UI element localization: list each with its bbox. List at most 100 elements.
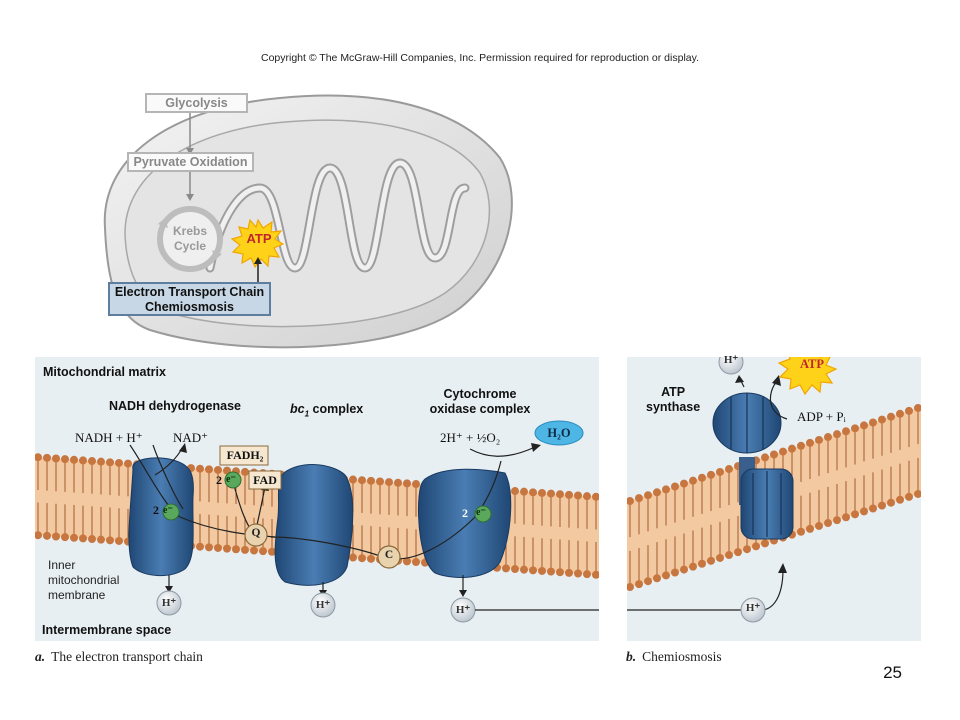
electron-count-1: 2 [153, 503, 159, 517]
lipid-head [770, 450, 778, 459]
caption-a: a.The electron transport chain [35, 649, 203, 665]
lipid-head [511, 565, 519, 574]
adp-pi-label: ADP + Pᵢ [797, 409, 846, 424]
pyruvate-oxidation-box: Pyruvate Oxidation [127, 152, 254, 172]
glycolysis-box: Glycolysis [145, 93, 248, 113]
lipid-head [698, 473, 706, 482]
electron-label-3: e⁻ [476, 507, 486, 518]
membrane-label: Inner mitochondrial membrane [48, 558, 119, 603]
atp-synthase-protein [712, 392, 794, 540]
lipid-head [214, 465, 222, 474]
lipid-head [259, 547, 267, 556]
lipid-head [707, 470, 715, 479]
copyright-notice: Copyright © The McGraw-Hill Companies, I… [260, 52, 700, 64]
caption-b: b.Chemiosmosis [626, 649, 722, 665]
lipid-head [412, 558, 420, 567]
lipid-head [556, 568, 564, 577]
lipid-head [511, 487, 519, 496]
atp-production-arrow [769, 380, 788, 420]
h-plus-ion-matrix [718, 357, 744, 375]
lipid-head [367, 554, 375, 563]
nadh-dehydrogenase-label: NADH dehydrogenase [109, 399, 241, 413]
lipid-head [214, 543, 222, 552]
h-plus-ion-1 [156, 590, 182, 616]
water-arrow [469, 446, 536, 457]
nadh-dehydrogenase-protein [128, 457, 194, 576]
lipid-head [869, 504, 877, 513]
fadh2-label: FADH₂ [226, 448, 264, 462]
lipid-head [61, 533, 69, 542]
lipid-head [574, 569, 582, 578]
lipid-head [79, 456, 87, 465]
lipid-head [124, 459, 132, 468]
arrow-head [254, 257, 262, 264]
lipid-head [716, 467, 724, 476]
lipid-head [752, 542, 760, 551]
bc1-sub: 1 [304, 409, 310, 419]
lipid-head [914, 489, 921, 498]
lipid-head [232, 545, 240, 554]
lipid-head [698, 559, 706, 568]
electron-label-1: e⁻ [163, 505, 173, 516]
fadh2-box [219, 445, 269, 466]
etc-chemiosmosis-box: Electron Transport Chain Chemiosmosis [108, 282, 271, 316]
lipid-head [115, 458, 123, 467]
lipid-head [241, 467, 249, 476]
bc1-main: bc [290, 402, 305, 416]
h-plus-ion-intermembrane [740, 597, 766, 623]
lipid-head [52, 454, 60, 463]
lipid-head [538, 566, 546, 575]
lipid-head [358, 554, 366, 563]
lipid-head [869, 418, 877, 427]
krebs-cycle-label: Krebs Cycle [162, 224, 218, 254]
h-plus-label-3: H⁺ [455, 604, 471, 616]
lipid-head [223, 544, 231, 553]
intermembrane-label: Intermembrane space [42, 623, 172, 637]
atp-burst [230, 218, 285, 269]
lipid-head [70, 455, 78, 464]
lipid-head [79, 534, 87, 543]
lipid-head [565, 490, 573, 499]
lipid-head [349, 553, 357, 562]
lipid-head [583, 570, 591, 579]
water-molecule [534, 420, 584, 446]
lipid-head [376, 477, 384, 486]
lipid-head [725, 465, 733, 474]
cytochrome-oxidase-protein [417, 468, 512, 578]
lipid-head [627, 583, 634, 592]
electron-path [270, 460, 502, 560]
electron-nadh [162, 503, 180, 521]
lipid-head [385, 478, 393, 487]
lipid-head [743, 545, 751, 554]
bc1-rest: complex [309, 402, 364, 416]
lipid-head [842, 427, 850, 436]
lipid-head [716, 553, 724, 562]
lipid-head [797, 441, 805, 450]
lipid-head [574, 491, 582, 500]
lipid-head [205, 465, 213, 474]
lipid-head [88, 535, 96, 544]
arrow-head [531, 443, 541, 452]
lipid-head [547, 489, 555, 498]
lipid-head [635, 580, 643, 589]
h-plus-label-matrix: H⁺ [723, 354, 739, 366]
lipid-head [367, 476, 375, 485]
nadh-h-label: NADH + H⁺ [75, 430, 143, 445]
arrow-head [735, 375, 744, 383]
atp-burst-b [777, 357, 838, 396]
lipid-head [520, 487, 528, 496]
lipid-head [662, 571, 670, 580]
c-carrier [377, 545, 401, 569]
electron-count-3: 2 [462, 506, 468, 520]
lipid-head [653, 488, 661, 497]
lipid-head [842, 513, 850, 522]
lipid-head [547, 567, 555, 576]
lipid-head [896, 495, 904, 504]
lipid-head [914, 403, 921, 412]
lipid-head [644, 577, 652, 586]
lipid-head [43, 453, 51, 462]
lipid-head [529, 488, 537, 497]
lipid-head [788, 444, 796, 453]
cytochrome-line1: Cytochrome [443, 387, 517, 401]
lipid-head [761, 539, 769, 548]
